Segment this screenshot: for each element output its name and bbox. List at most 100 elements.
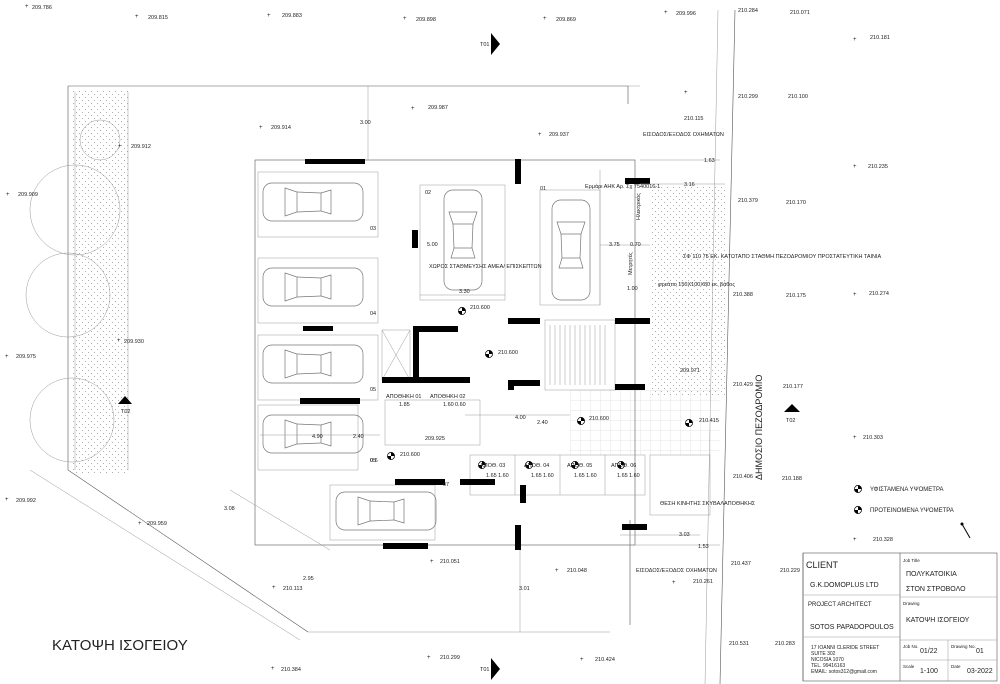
svg-text:1.63: 1.63 <box>704 158 715 164</box>
svg-text:209.987: 209.987 <box>428 105 448 111</box>
svg-text:209.996: 209.996 <box>676 11 696 17</box>
svg-text:209.992: 209.992 <box>16 498 36 504</box>
svg-text:210.175: 210.175 <box>786 293 806 299</box>
svg-text:210.181: 210.181 <box>870 35 890 41</box>
svg-text:+: + <box>555 568 559 574</box>
svg-text:+: + <box>853 164 857 170</box>
svg-text:210.188: 210.188 <box>782 476 802 482</box>
svg-text:ΑΠΟΘΗΚΗ 01: ΑΠΟΘΗΚΗ 01 <box>386 394 421 400</box>
svg-text:210.384: 210.384 <box>281 667 301 673</box>
svg-text:φρεάτιο 150Χ100Χ80 εκ. βάθος: φρεάτιο 150Χ100Χ80 εκ. βάθος <box>658 281 735 288</box>
svg-text:+: + <box>5 497 9 503</box>
svg-text:1.65: 1.65 <box>574 473 585 479</box>
svg-text:03: 03 <box>370 226 376 232</box>
svg-text:209.937: 209.937 <box>549 132 569 138</box>
svg-text:210.424: 210.424 <box>595 657 615 663</box>
svg-text:210.177: 210.177 <box>783 384 803 390</box>
svg-text:210.170: 210.170 <box>786 200 806 206</box>
svg-text:0.6: 0.6 <box>370 458 378 464</box>
svg-text:+: + <box>853 537 857 543</box>
svg-text:05: 05 <box>370 458 376 464</box>
svg-text:+: + <box>853 37 857 43</box>
svg-text:209.898: 209.898 <box>416 17 436 23</box>
svg-text:2.40: 2.40 <box>353 434 364 440</box>
section-markers <box>118 33 800 680</box>
svg-text:209.925: 209.925 <box>425 436 445 442</box>
svg-text:210.048: 210.048 <box>567 568 587 574</box>
svg-text:05: 05 <box>370 387 376 393</box>
svg-text:ΣΤΟΝ ΣΤΡΟΒΟΛΟ: ΣΤΟΝ ΣΤΡΟΒΟΛΟ <box>906 586 966 593</box>
svg-text:4.90: 4.90 <box>312 434 323 440</box>
svg-text:PROJECT ARCHITECT: PROJECT ARCHITECT <box>808 602 872 608</box>
svg-text:Date: Date <box>951 664 961 669</box>
svg-text:210.283: 210.283 <box>775 641 795 647</box>
svg-text:ΧΩΡΟΣ ΣΤΑΘΜΕΥΣΗΣ ΑΜΕΑ/ ΕΠΙΣΚΕΠ: ΧΩΡΟΣ ΣΤΑΘΜΕΥΣΗΣ ΑΜΕΑ/ ΕΠΙΣΚΕΠΤΩΝ <box>429 264 542 270</box>
building-outline <box>254 159 711 546</box>
svg-text:ΕΙΣΟΔΟΣ/ΕΞΟΔΟΣ ΟΧΗΜΑΤΩΝ: ΕΙΣΟΔΟΣ/ΕΞΟΔΟΣ ΟΧΗΜΑΤΩΝ <box>643 132 724 138</box>
svg-text:210.299: 210.299 <box>738 94 758 100</box>
landscape-strip <box>25 90 130 475</box>
spot-level-labels: 209.786 209.815 209.883 209.898 209.869 … <box>16 5 893 673</box>
svg-text:01: 01 <box>540 186 546 192</box>
svg-text:209.869: 209.869 <box>556 17 576 23</box>
svg-text:SUITE 302: SUITE 302 <box>811 651 836 657</box>
svg-text:+: + <box>267 13 271 19</box>
svg-text:02: 02 <box>425 190 431 196</box>
svg-text:3.75: 3.75 <box>609 242 620 248</box>
dimension-labels: 3.00 1.63 3.16 5.00 3.30 3.75 0.70 1.00 … <box>224 120 715 592</box>
svg-text:210.303: 210.303 <box>863 435 883 441</box>
svg-text:209.959: 209.959 <box>147 521 167 527</box>
svg-text:1.60: 1.60 <box>443 402 454 408</box>
north-arrow-icon <box>960 522 971 539</box>
svg-text:+: + <box>664 10 668 16</box>
survey-points: +++ +++ +++ +++ +++ +++ +++ +++ +++ + <box>5 4 857 672</box>
svg-text:209.975: 209.975 <box>16 354 36 360</box>
svg-text:+: + <box>411 106 415 112</box>
svg-text:209.930: 209.930 <box>124 339 144 345</box>
svg-text:ΠΡΟΤΕΙΝΟΜΕΝΑ ΥΨΟΜΕΤΡΑ: ΠΡΟΤΕΙΝΟΜΕΝΑ ΥΨΟΜΕΤΡΑ <box>870 508 954 514</box>
svg-text:+: + <box>25 4 29 10</box>
svg-text:210.113: 210.113 <box>283 586 302 592</box>
svg-text:209.883: 209.883 <box>282 13 302 19</box>
svg-text:1.00: 1.00 <box>627 286 638 292</box>
dimension-lines <box>229 86 725 632</box>
svg-text:+: + <box>853 435 857 441</box>
svg-text:210.229: 210.229 <box>780 568 800 574</box>
svg-text:3.00: 3.00 <box>360 120 371 126</box>
svg-text:ΣΦ 110 75 ΕΚ. ΚΑΤΩΤΑΠΟ ΣΤΑΘΜΗ: ΣΦ 110 75 ΕΚ. ΚΑΤΩΤΑΠΟ ΣΤΑΘΜΗ ΠΕΖΟΔΡΟΜΙΟ… <box>683 254 882 260</box>
svg-text:+: + <box>135 14 139 20</box>
svg-text:210.531: 210.531 <box>729 641 749 647</box>
svg-text:+: + <box>272 585 276 591</box>
svg-text:01/22: 01/22 <box>920 648 938 655</box>
svg-text:0.70: 0.70 <box>630 242 641 248</box>
svg-text:210.071: 210.071 <box>790 10 810 16</box>
svg-text:210.379: 210.379 <box>738 198 758 204</box>
svg-text:ΑΠΟΘΗΚΗ 02: ΑΠΟΘΗΚΗ 02 <box>430 394 465 400</box>
svg-text:210.274: 210.274 <box>869 291 889 297</box>
svg-text:Job Title: Job Title <box>903 558 920 563</box>
svg-text:ΑΠΟΘ. 06: ΑΠΟΘ. 06 <box>611 463 636 469</box>
svg-text:1.53: 1.53 <box>698 544 709 550</box>
svg-text:+: + <box>138 521 142 527</box>
svg-text:3.01: 3.01 <box>519 586 530 592</box>
section-labels: T01 T02 T02 T01 <box>121 42 795 673</box>
street-label: ΔΗΜΟΣΙΟ ΠΕΖΟΔΡΟΜΙΟ <box>754 375 764 480</box>
svg-text:210.415: 210.415 <box>699 418 719 424</box>
svg-text:210.600: 210.600 <box>470 305 490 311</box>
svg-text:+: + <box>580 657 584 663</box>
svg-text:209.786: 209.786 <box>32 5 52 11</box>
svg-text:+: + <box>543 16 547 22</box>
section-arrow-icon <box>118 396 132 404</box>
svg-text:ΕΙΣΟΔΟΣ/ΕΞΟΔΟΣ ΟΧΗΜΑΤΩΝ: ΕΙΣΟΔΟΣ/ΕΞΟΔΟΣ ΟΧΗΜΑΤΩΝ <box>636 568 717 574</box>
room-labels: ΧΩΡΟΣ ΣΤΑΘΜΕΥΣΗΣ ΑΜΕΑ/ ΕΠΙΣΚΕΠΤΩΝ ΑΠΟΘΗΚ… <box>386 132 756 574</box>
svg-text:209.971: 209.971 <box>680 368 700 374</box>
svg-text:+: + <box>672 580 676 586</box>
svg-text:210.600: 210.600 <box>589 416 609 422</box>
svg-text:0.60: 0.60 <box>455 402 466 408</box>
svg-text:ΘΕΣΗ ΚΙΝΗΤΗΣ ΣΚΥΒΑΛΑΠΟΘΗΚΗΣ: ΘΕΣΗ ΚΙΝΗΤΗΣ ΣΚΥΒΑΛΑΠΟΘΗΚΗΣ <box>660 501 756 507</box>
svg-text:01: 01 <box>976 648 984 655</box>
svg-text:+: + <box>117 338 121 344</box>
svg-text:SOTOS PAPADOPOULOS: SOTOS PAPADOPOULOS <box>810 624 894 631</box>
svg-text:210.235: 210.235 <box>868 164 888 170</box>
svg-text:1-100: 1-100 <box>920 668 938 675</box>
